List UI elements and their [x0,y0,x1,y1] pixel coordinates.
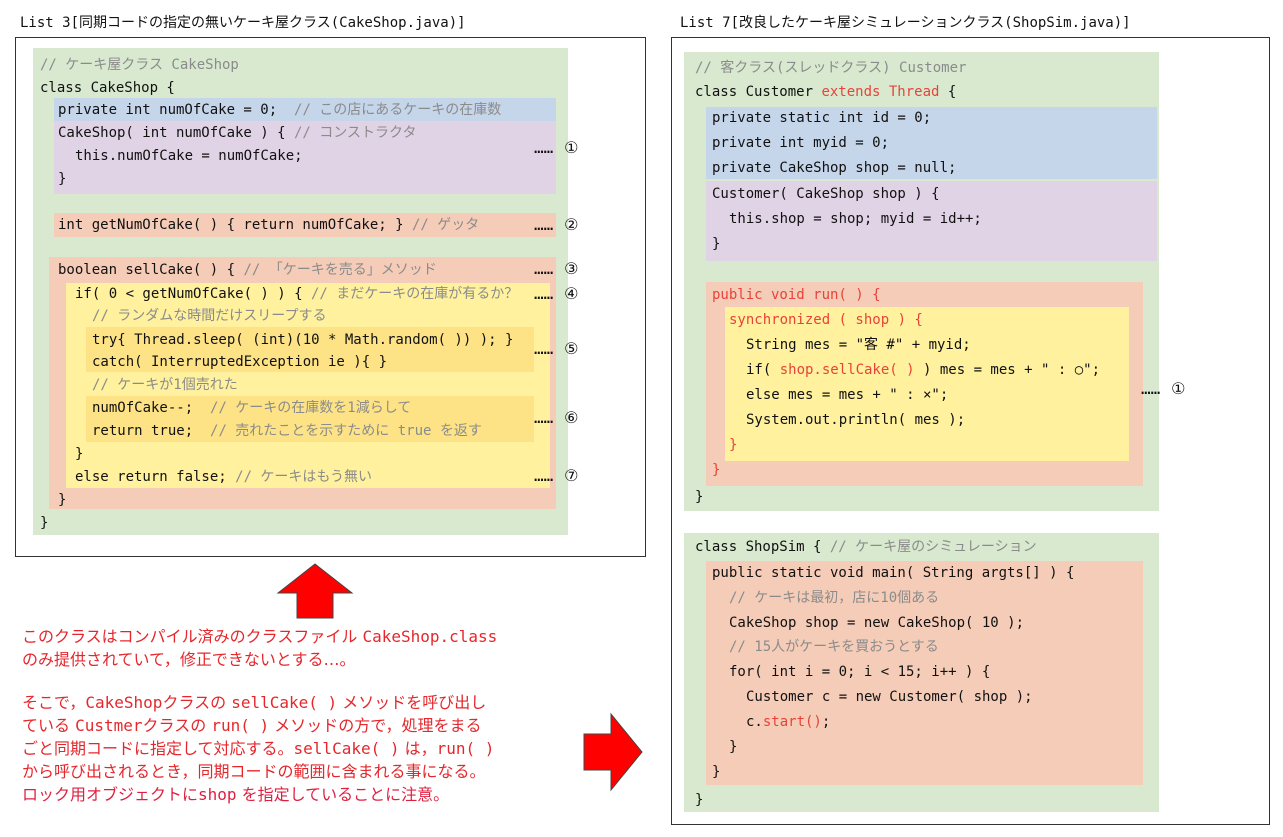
code-line: private int myid = 0; [712,135,890,151]
code-line: System.out.println( mes ); [746,412,966,428]
code-line: public void run( ) { [712,287,881,303]
code-line: // ケーキは最初，店に10個ある [729,590,940,606]
code-line: c.start(); [746,714,831,730]
marker-4: ……④ [534,284,579,303]
code-line: } [58,492,67,508]
code-line: for( int i = 0; i < 15; i++ ) { [729,664,991,680]
main-method-block [706,561,1143,785]
code-line: private int numOfCake = 0; // この店にあるケーキの… [58,102,502,118]
marker-6: ……⑥ [534,408,579,427]
code-line: boolean sellCake( ) { // 「ケーキを売る」メソッド [58,262,437,278]
field-block [54,98,556,121]
note-synchronized: そこで，CakeShopクラスの sellCake( ) メソッドを呼び出し て… [22,693,495,804]
sleep-block [86,327,534,372]
code-line: return true; // 売れたことを示すために true を返す [92,423,482,439]
code-line: this.numOfCake = numOfCake; [75,148,303,164]
code-line: // ケーキ屋クラス CakeShop [40,57,239,73]
decrement-block [86,396,534,442]
code-line: public static void main( String argts[] … [712,565,1075,581]
synchronized-block [725,307,1129,461]
code-line: } [712,462,721,478]
code-line: else mes = mes + " : ×"; [746,387,949,403]
code-line: try{ Thread.sleep( (int)(10 * Math.rando… [92,332,514,348]
customer-constructor-block [706,181,1157,261]
getter-block [54,213,556,237]
code-line: else return false; // ケーキはもう無い [75,469,373,485]
code-line: CakeShop( int numOfCake ) { // コンストラクタ [58,125,417,141]
customer-fields-block [706,107,1157,179]
right-arrow-icon [583,712,643,792]
constructor-block [54,121,556,194]
code-line: Customer c = new Customer( shop ); [746,689,1033,705]
code-line: } [712,236,721,252]
marker-3: ……③ [534,259,579,278]
code-line: Customer( CakeShop shop ) { [712,186,940,202]
code-line: // 15人がケーキを買おうとする [729,639,939,655]
code-line: } [75,446,84,462]
code-line: // 客クラス(スレッドクラス) Customer [695,60,967,76]
code-line: } [695,489,704,505]
code-line: } [729,739,738,755]
code-line: private CakeShop shop = null; [712,160,957,176]
code-line: if( 0 < getNumOfCake( ) ) { // まだケーキの在庫が… [75,286,519,302]
code-line: catch( InterruptedException ie ){ } [92,354,388,370]
code-line: synchronized ( shop ) { [729,312,923,328]
code-line: private static int id = 0; [712,110,932,126]
if-block [66,283,550,488]
marker-5: ……⑤ [534,339,579,358]
code-line: if( shop.sellCake( ) ) mes = mes + " : ○… [746,362,1101,378]
code-line: int getNumOfCake( ) { return numOfCake; … [58,217,480,233]
code-line: String mes = "客 #" + myid; [746,337,971,353]
code-line: numOfCake--; // ケーキの在庫数を1減らして [92,400,412,416]
list7-title: List 7[改良したケーキ屋シミュレーションクラス(ShopSim.java)… [680,15,1131,31]
marker-sync: ……① [1141,379,1186,398]
code-line: } [729,437,738,453]
code-line: } [40,515,49,531]
code-line: class ShopSim { // ケーキ屋のシミュレーション [695,539,1037,555]
note-compiled-class: このクラスはコンパイル済みのクラスファイル CakeShop.class のみ提… [22,627,498,669]
code-line: // ケーキが1個売れた [92,377,238,393]
marker-7: ……⑦ [534,466,579,485]
code-line: CakeShop shop = new CakeShop( 10 ); [729,615,1025,631]
code-line: } [695,792,704,808]
up-arrow-icon [276,563,354,619]
marker-1: ……① [534,138,579,157]
code-line: // ランダムな時間だけスリープする [92,308,327,324]
code-line: } [58,171,67,187]
code-line: this.shop = shop; myid = id++; [729,211,982,227]
list3-title: List 3[同期コードの指定の無いケーキ屋クラス(CakeShop.java)… [20,15,466,31]
code-line: } [712,764,721,780]
marker-2: ……② [534,215,579,234]
code-line: class CakeShop { [40,80,175,96]
code-line: class Customer extends Thread { [695,84,957,100]
